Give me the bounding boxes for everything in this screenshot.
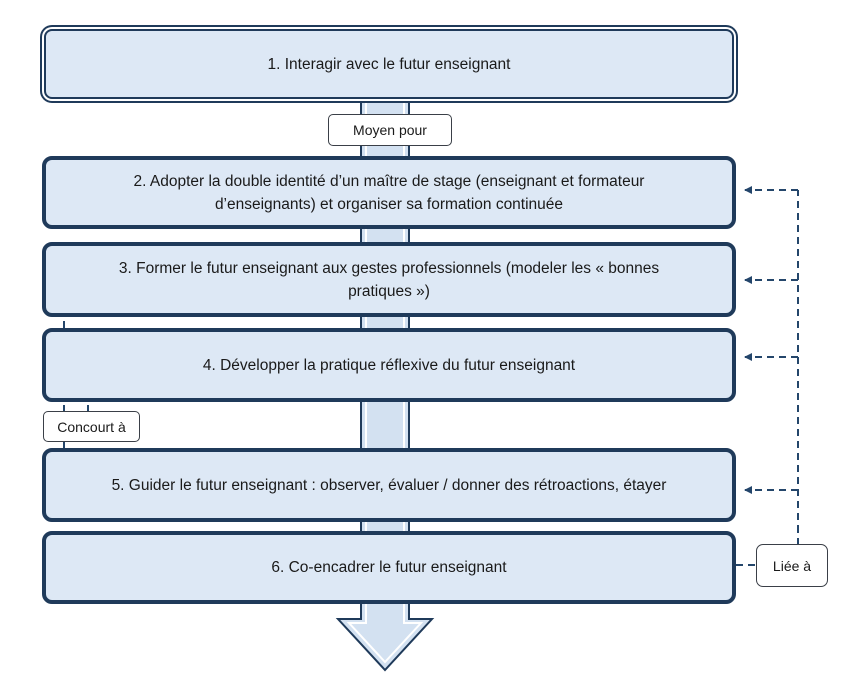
central-down-arrow-inner [346,98,424,664]
step-4-label: 4. Développer la pratique réflexive du f… [202,356,576,374]
step-2-label: 2. Adopter la double identité d’un maîtr… [133,172,645,213]
step-1-label: 1. Interagir avec le futur enseignant [267,55,511,73]
step-5-label: 5. Guider le futur enseignant : observer… [111,476,667,494]
means-label: Moyen pour [328,114,452,146]
step-4-box: 4. Développer la pratique réflexive du f… [42,328,736,402]
step-3-label: 3. Former le futur enseignant aux gestes… [118,259,660,300]
linked-connector [736,186,799,566]
step-3-box: 3. Former le futur enseignant aux gestes… [42,242,736,317]
contributes-label: Concourt à [43,411,140,442]
step-6-label: 6. Co-encadrer le futur enseignant [271,559,507,576]
linked-label: Liée à [756,544,828,587]
step-1-box: 1. Interagir avec le futur enseignant [44,29,734,99]
step-6-box: 6. Co-encadrer le futur enseignant [42,531,736,604]
step-2-box: 2. Adopter la double identité d’un maîtr… [42,156,736,229]
step-5-box: 5. Guider le futur enseignant : observer… [42,448,736,522]
